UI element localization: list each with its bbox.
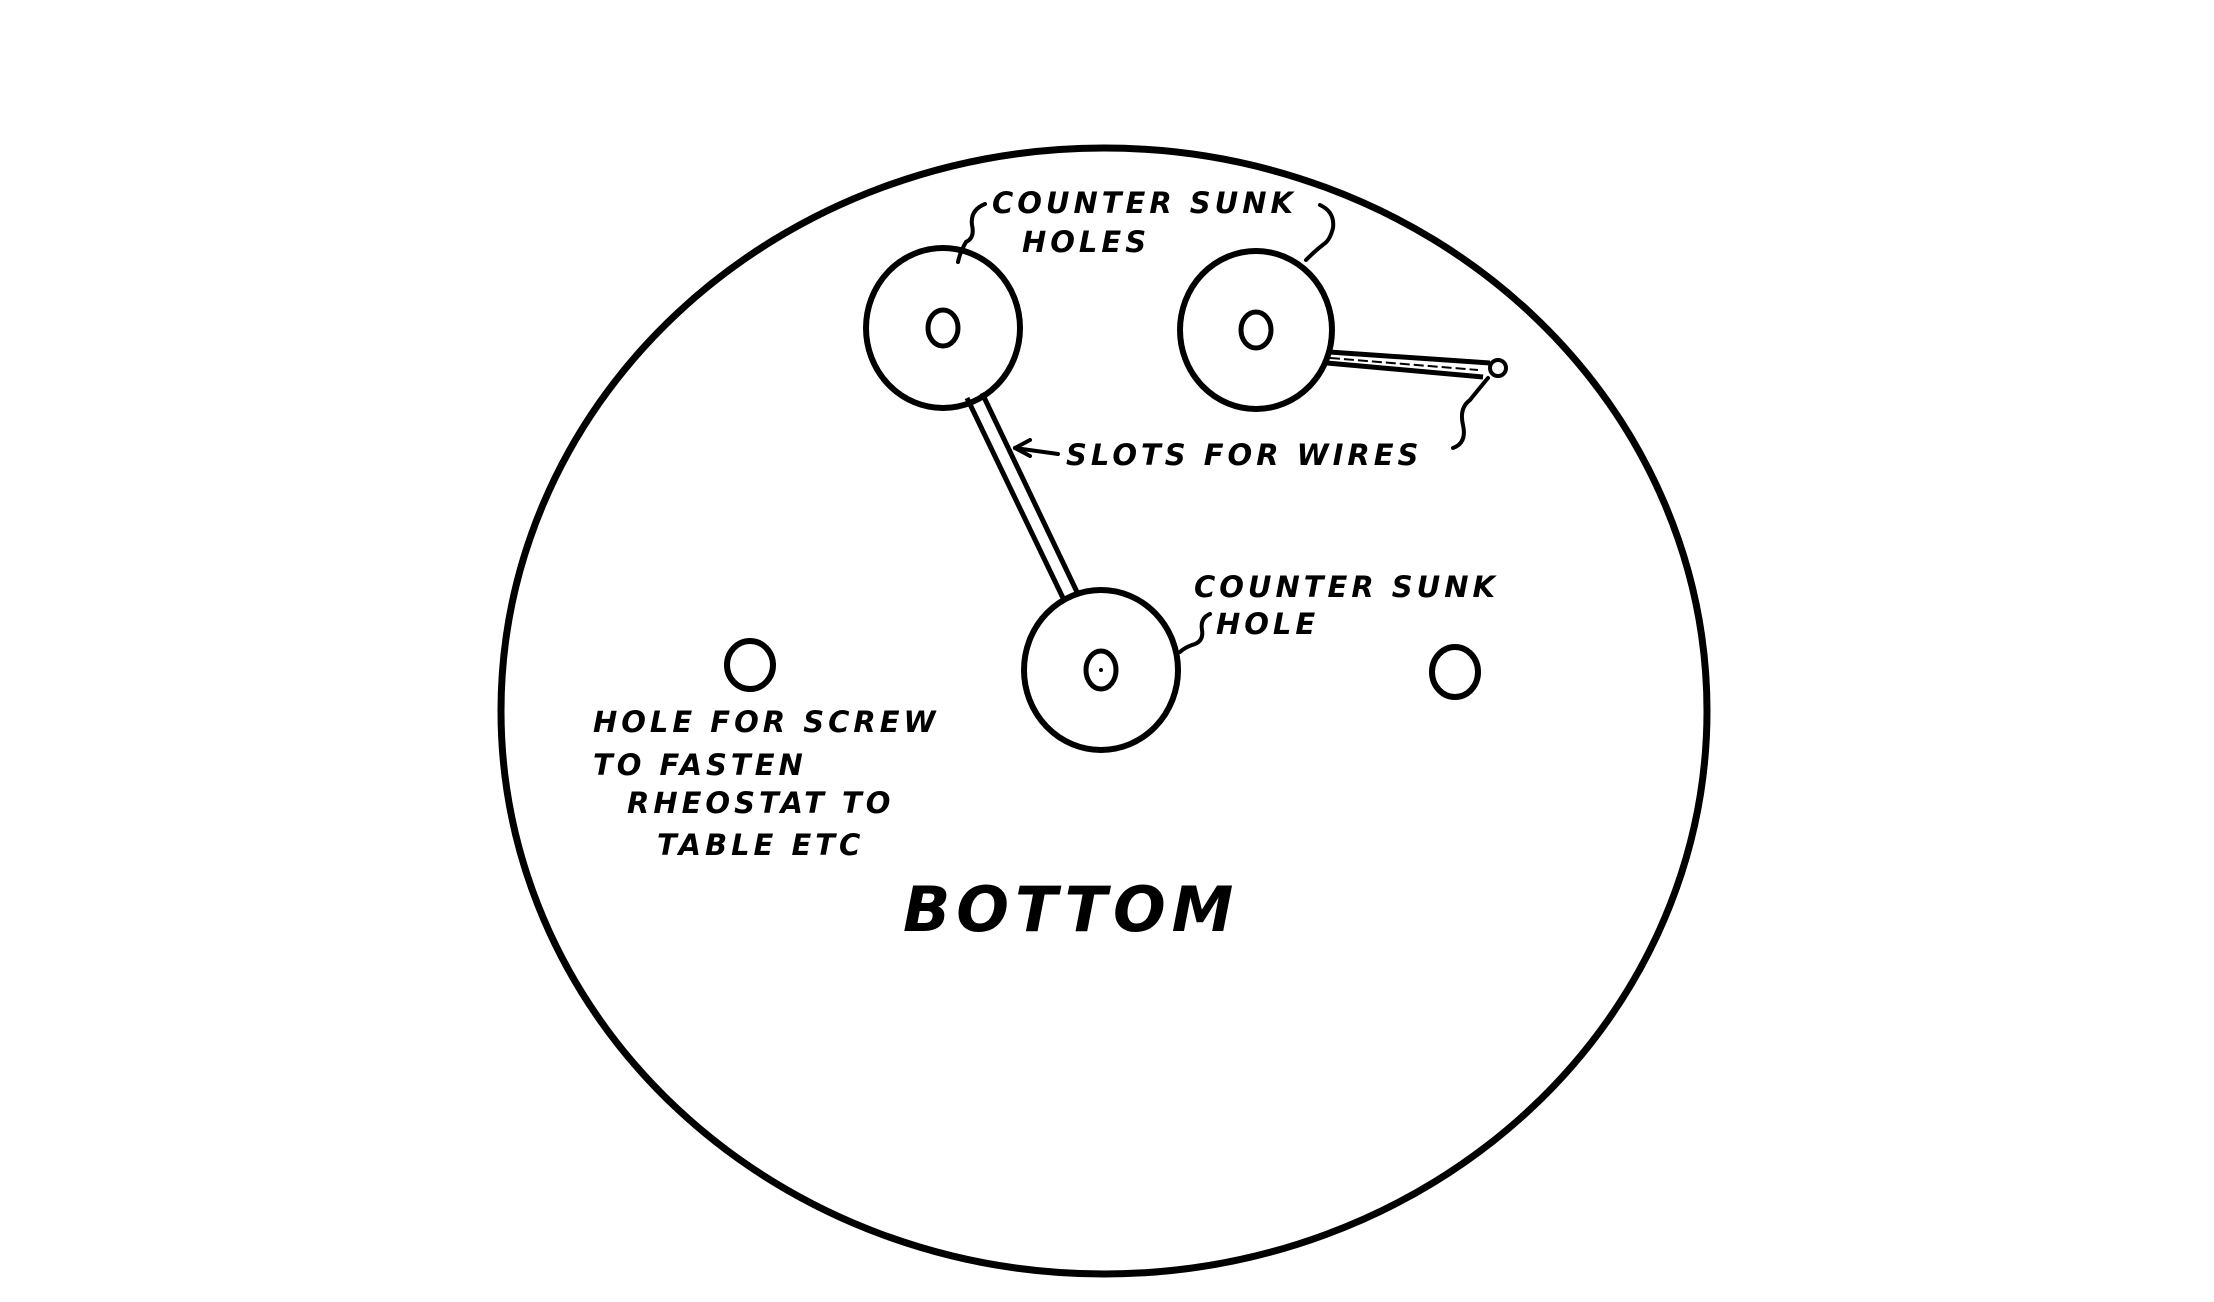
label-countersunk-holes-line1: COUNTER SUNK <box>992 186 1297 220</box>
outer-disc <box>497 144 1711 1278</box>
countersunk-hole-top-left <box>863 245 1023 411</box>
label-countersunk-holes-line2: HOLES <box>1022 225 1150 259</box>
label-screw-hole-line3: RHEOSTAT TO <box>627 786 894 820</box>
diagram-title: BOTTOM <box>903 873 1239 946</box>
label-slots-for-wires: SLOTS FOR WIRES <box>1066 438 1422 472</box>
wire-slot-diagonal <box>964 391 1080 600</box>
label-countersunk-hole-line1: COUNTER SUNK <box>1194 570 1499 604</box>
wire-slot-horizontal <box>1326 349 1508 380</box>
label-screw-hole-line4: TABLE ETC <box>657 828 864 862</box>
countersunk-hole-top-right <box>1177 248 1335 412</box>
label-countersunk-hole-line2: HOLE <box>1216 607 1319 641</box>
screw-hole-left <box>724 638 776 692</box>
countersunk-hole-bottom <box>1021 587 1181 753</box>
screw-hole-right <box>1429 644 1481 700</box>
label-screw-hole-line1: HOLE FOR SCREW <box>593 705 940 739</box>
leader-lines <box>956 202 1490 654</box>
label-screw-hole-line2: TO FASTEN <box>593 748 807 782</box>
